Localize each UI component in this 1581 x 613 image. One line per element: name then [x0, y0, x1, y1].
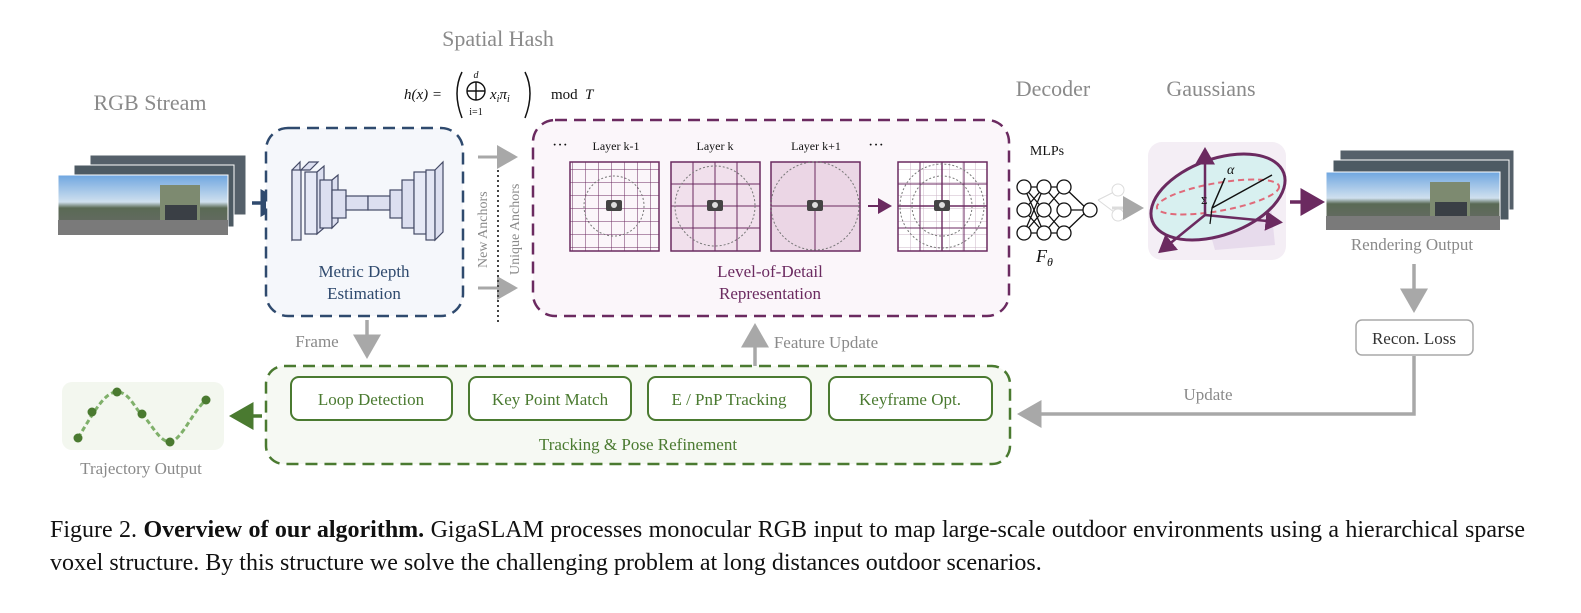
- layer-km1-label: Layer k-1: [593, 139, 640, 153]
- lod-line2: Representation: [719, 284, 821, 303]
- key-point-match-box: [468, 376, 632, 421]
- gaussian-ellipsoid-icon: α Σ: [1149, 147, 1287, 254]
- encoder-decoder-icon: [291, 160, 444, 242]
- key-point-match-label: Key Point Match: [492, 390, 609, 409]
- pipeline-diagram: RGB Stream Spatial Hash Decoder Gaussian…: [57, 26, 1515, 478]
- trajectory-output-label: Trajectory Output: [80, 459, 202, 478]
- loop-detection-box: [290, 376, 453, 421]
- spatial-hash-label: Spatial Hash: [442, 26, 554, 51]
- unique-anchors-label: Unique Anchors: [508, 184, 523, 275]
- hash-term-i: i: [497, 94, 500, 105]
- keyframe-opt-box: [828, 376, 993, 421]
- grid-layer-km1: [569, 161, 660, 252]
- sigma-label: Σ: [1201, 195, 1207, 207]
- metric-depth-line1: Metric Depth: [318, 262, 410, 281]
- feature-update-label: Feature Update: [774, 333, 878, 352]
- caption-body: GigaSLAM processes monocular RGB input t…: [50, 517, 1526, 576]
- grid-merged: [897, 161, 988, 252]
- pnp-tracking-box: [647, 376, 812, 421]
- caption-prefix: Figure 2.: [50, 517, 138, 543]
- grid-layer-k: [670, 161, 761, 252]
- hash-formula: h(x) = d i=1 xiπi mod T: [404, 70, 595, 119]
- hash-lhs: h(x) =: [404, 87, 442, 103]
- update-label: Update: [1183, 385, 1232, 404]
- hash-term-pi: π: [499, 87, 507, 103]
- update-arrow: [1017, 356, 1416, 428]
- alpha-label: α: [1227, 163, 1235, 178]
- pnp-tracking-label: E / PnP Tracking: [671, 390, 787, 409]
- recon-loss-box: [1355, 319, 1474, 356]
- lod-ellipsis-left: ···: [552, 137, 568, 154]
- svg-text:xiπi: xiπi: [489, 87, 510, 105]
- metric-depth-line2: Estimation: [327, 284, 401, 303]
- keyframe-opt-label: Keyframe Opt.: [859, 390, 961, 409]
- hash-mod: mod: [551, 87, 578, 103]
- figure-caption: Figure 2. Overview of our algorithm. Gig…: [50, 514, 1525, 580]
- layer-k-label: Layer k: [697, 139, 734, 153]
- rgb-stream-images: [57, 154, 247, 236]
- trajectory-curve-icon: [73, 387, 211, 447]
- decoder-label: Decoder: [1016, 76, 1091, 101]
- hash-term-pi-sub: i: [507, 94, 510, 105]
- frame-label: Frame: [295, 332, 338, 351]
- hash-T: T: [585, 87, 595, 103]
- mlp-network-icon: [1016, 179, 1098, 241]
- rgb-stream-label: RGB Stream: [93, 90, 206, 115]
- lod-line1: Level-of-Detail: [717, 262, 823, 281]
- hash-sum-bottom: i=1: [469, 107, 482, 118]
- new-anchors-label: New Anchors: [476, 191, 491, 268]
- caption-bold: Overview of our algorithm.: [143, 517, 425, 543]
- tracking-refinement-label: Tracking & Pose Refinement: [539, 435, 737, 454]
- mlps-label: MLPs: [1030, 144, 1064, 159]
- grid-layer-kp1: [770, 161, 861, 252]
- hash-term-x: x: [489, 87, 497, 103]
- gaussians-label: Gaussians: [1166, 76, 1255, 101]
- loop-detection-label: Loop Detection: [318, 390, 425, 409]
- rendering-output-label: Rendering Output: [1351, 235, 1474, 254]
- recon-loss-label: Recon. Loss: [1372, 329, 1456, 348]
- mlp-faded-icon: [1097, 183, 1125, 222]
- f-theta-label: Fθ: [1035, 246, 1053, 269]
- layer-kp1-label: Layer k+1: [791, 139, 841, 153]
- rendering-output-images: [1325, 149, 1515, 231]
- hash-sum-top: d: [474, 70, 480, 81]
- lod-ellipsis-right: ···: [868, 137, 884, 154]
